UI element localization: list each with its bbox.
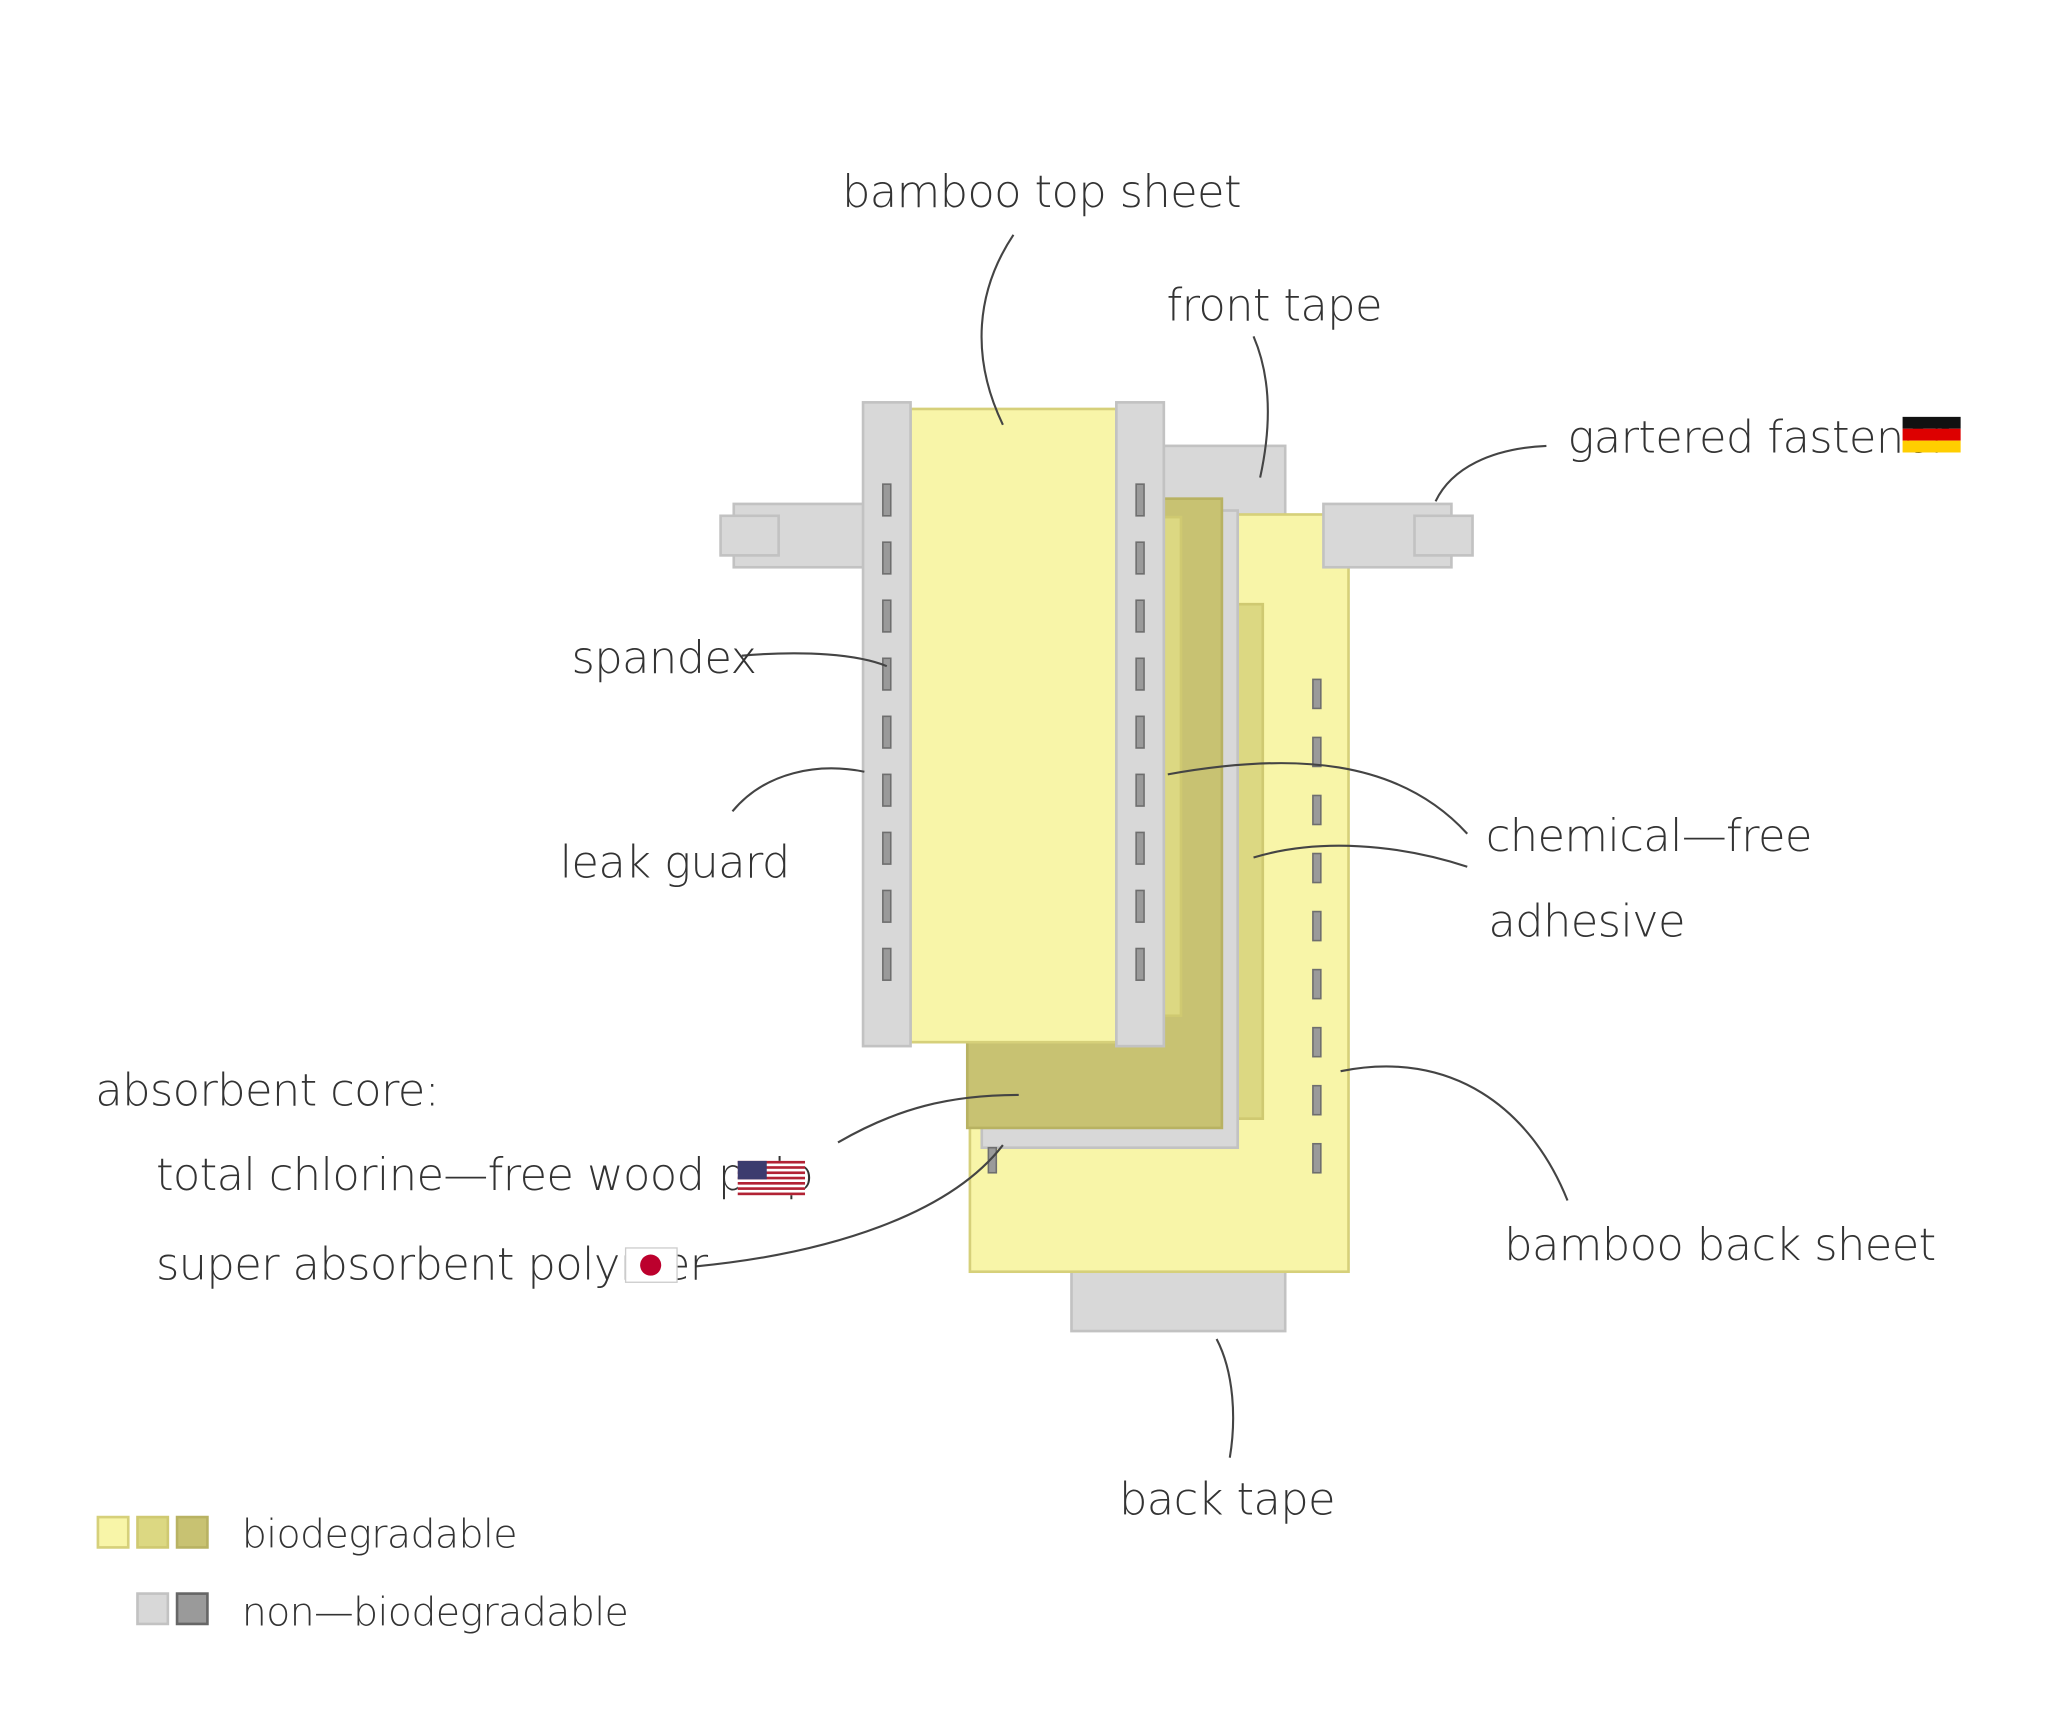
label-absorbent-core: absorbent core: xyxy=(95,1063,439,1116)
legend-swatch-light-gray xyxy=(136,1592,170,1626)
label-back-tape: back tape xyxy=(1119,1472,1335,1525)
legend-swatch-light-yellow xyxy=(96,1515,130,1549)
left-leak-guard xyxy=(861,401,912,1048)
japan-flag-icon xyxy=(624,1247,678,1283)
back-sheet-elastic-slots xyxy=(1312,678,1322,1174)
left-fastener xyxy=(719,502,868,569)
label-bamboo-back-sheet: bamboo back sheet xyxy=(1504,1218,1935,1271)
legend-swatch-dark-gray xyxy=(175,1592,209,1626)
label-front-tape: front tape xyxy=(1166,279,1381,332)
label-bamboo-top-sheet: bamboo top sheet xyxy=(842,165,1241,218)
legend: biodegradable non—biodegradable xyxy=(96,1511,629,1635)
label-adhesive-line2: adhesive xyxy=(1488,895,1685,948)
legend-label-non-biodegradable: non—biodegradable xyxy=(242,1589,629,1635)
bamboo-top-sheet xyxy=(909,407,1118,1044)
usa-flag-icon xyxy=(737,1160,806,1196)
legend-label-biodegradable: biodegradable xyxy=(242,1511,517,1557)
label-sap: super absorbent polymer xyxy=(156,1238,709,1291)
legend-swatch-dark-yellow xyxy=(175,1515,209,1549)
legend-swatch-mid-yellow xyxy=(136,1515,170,1549)
germany-flag-icon xyxy=(1902,416,1961,453)
right-fastener xyxy=(1322,502,1474,569)
label-leak-guard: leak guard xyxy=(560,835,790,888)
label-spandex: spandex xyxy=(572,631,757,684)
right-leak-guard xyxy=(1115,401,1166,1048)
label-adhesive-line1: chemical—free xyxy=(1486,809,1812,862)
back-tape xyxy=(1070,1267,1287,1333)
leader-lines xyxy=(695,234,1569,1458)
label-wood-pulp: total chlorine—free wood pulp xyxy=(156,1148,813,1201)
label-gartered-fastener: gartered fastener xyxy=(1568,410,1950,463)
